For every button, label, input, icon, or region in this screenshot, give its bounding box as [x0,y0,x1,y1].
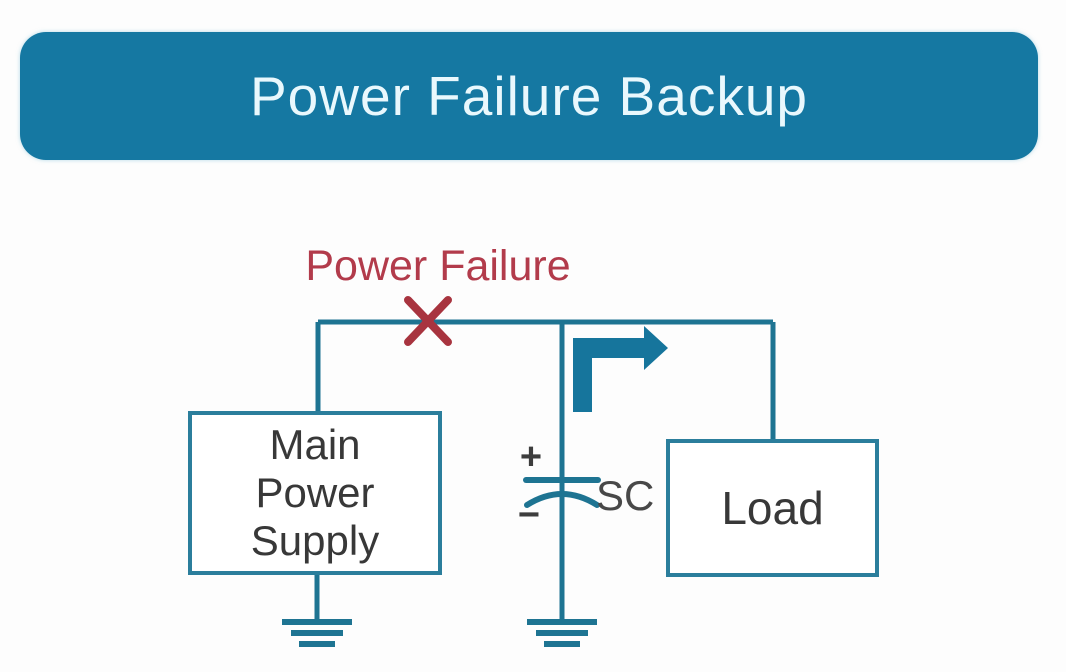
wires [314,319,776,620]
supercapacitor-label: SC [596,472,655,519]
capacitor-minus-polarity: − [517,494,541,536]
main-power-supply-box [188,411,442,575]
capacitor-plus-polarity: + [519,436,543,478]
load-label: Load [721,482,824,534]
load-box [666,439,879,577]
elbow-arrow-icon [573,326,668,412]
capacitor-curved-plate [524,491,600,508]
polarized-capacitor-icon [523,477,601,508]
x-icon [404,296,452,346]
power-failure-label: Power Failure [305,242,571,290]
main-power-supply-label: Main Power Supply [250,421,380,564]
x-stroke [404,296,452,346]
title-banner: Power Failure Backup [20,32,1038,160]
ground-icon-right [527,619,597,647]
load-label-area: Load [668,441,877,575]
page-title: Power Failure Backup [249,65,809,127]
main-power-supply-label-area: Main Power Supply [190,413,440,573]
ground-icon-left [282,619,352,647]
